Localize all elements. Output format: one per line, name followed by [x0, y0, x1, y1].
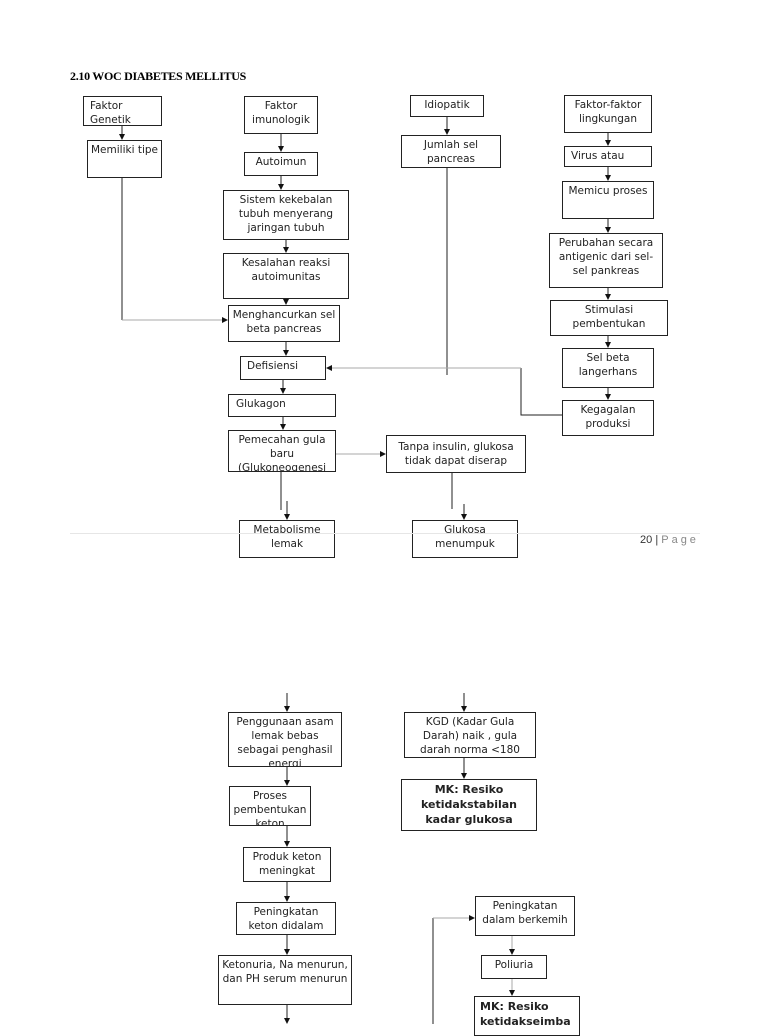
page-footer-divider: [70, 533, 700, 534]
box-mk-ketidakseimbangan: MK: Resiko ketidakseimba: [474, 996, 580, 1036]
box-defisiensi: Defisiensi: [240, 356, 326, 380]
box-faktor-imunologik: Faktor imunologik: [244, 96, 318, 134]
box-produk-keton: Produk keton meningkat: [243, 847, 331, 882]
box-mk-ketidakstabilan: MK: Resiko ketidakstabilan kadar glukosa…: [401, 779, 537, 831]
box-perubahan-antigenic: Perubahan secara antigenic dari sel-sel …: [549, 233, 663, 288]
box-pemecahan-gula: Pemecahan gula baru (Glukoneogenesi: [228, 430, 336, 472]
page-footer: 20 | Page: [640, 534, 699, 546]
box-idiopatik: Idiopatik: [410, 95, 484, 117]
section-title: 2.10 WOC DIABETES MELLITUS: [70, 69, 247, 83]
box-memicu-proses: Memicu proses: [562, 181, 654, 219]
page-number: 20: [640, 534, 653, 546]
box-ketonuria: Ketonuria, Na menurun, dan PH serum menu…: [218, 955, 352, 1005]
box-peningkatan-berkemih: Peningkatan dalam berkemih: [475, 896, 575, 936]
box-glukagon: Glukagon: [228, 394, 336, 417]
box-metabolisme-lemak: Metabolisme lemak: [239, 520, 335, 558]
box-kgd: KGD (Kadar Gula Darah) naik , gula darah…: [404, 712, 536, 758]
box-sel-beta: Sel beta langerhans: [562, 348, 654, 388]
box-peningkatan-keton: Peningkatan keton didalam: [236, 902, 336, 935]
box-jumlah-sel: Jumlah sel pancreas: [401, 135, 501, 168]
box-sistem-kekebalan: Sistem kekebalan tubuh menyerang jaringa…: [223, 190, 349, 240]
box-glukosa-menumpuk: Glukosa menumpuk: [412, 520, 518, 558]
box-stimulasi: Stimulasi pembentukan: [550, 300, 668, 336]
box-faktor-lingkungan: Faktor-faktor lingkungan: [564, 95, 652, 133]
box-faktor-genetik: Faktor Genetik: [83, 96, 162, 126]
box-proses-keton: Proses pembentukan keton: [229, 786, 311, 826]
box-poliuria: Poliuria: [481, 955, 547, 979]
box-autoimun: Autoimun: [244, 152, 318, 176]
box-penggunaan-asam: Penggunaan asam lemak bebas sebagai peng…: [228, 712, 342, 767]
page-separator: |: [655, 534, 659, 546]
box-kesalahan-reaksi: Kesalahan reaksi autoimunitas: [223, 253, 349, 299]
box-memiliki-tipe: Memiliki tipe: [87, 140, 162, 178]
box-tanpa-insulin: Tanpa insulin, glukosa tidak dapat diser…: [386, 435, 526, 473]
box-kegagalan-produksi: Kegagalan produksi: [562, 400, 654, 436]
box-menghancurkan: Menghancurkan sel beta pancreas: [228, 305, 340, 342]
box-virus-atau: Virus atau: [564, 146, 652, 167]
page-label: Page: [661, 534, 699, 546]
